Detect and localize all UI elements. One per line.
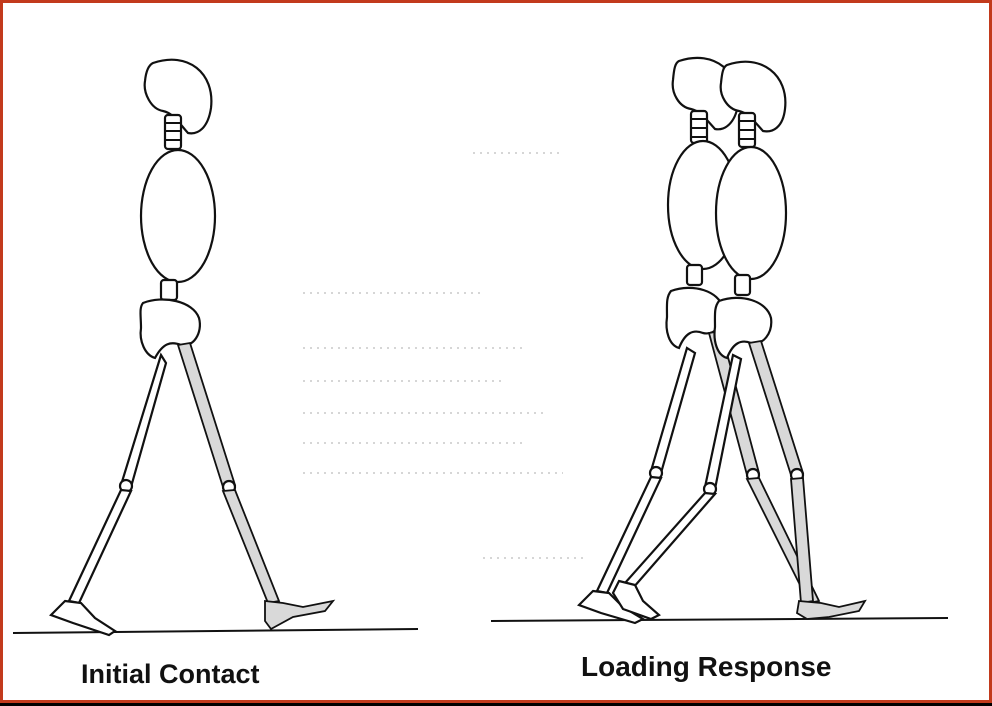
lumbar-spine — [161, 280, 177, 300]
thorax — [141, 150, 215, 282]
background-bleed-through — [303, 153, 583, 558]
initial-contact-figure — [13, 60, 418, 635]
floor-line-left — [13, 629, 418, 633]
front-foot — [265, 601, 333, 629]
rear-body — [579, 58, 819, 623]
floor-line-right — [491, 618, 948, 621]
front-thorax — [716, 147, 786, 279]
gait-diagram — [3, 3, 992, 706]
loading-response-figure — [491, 58, 948, 623]
back-shank — [69, 490, 131, 603]
front-body — [613, 62, 865, 619]
front-shank — [223, 490, 279, 603]
caption-initial-contact: Initial Contact — [81, 659, 260, 690]
back-thigh — [121, 355, 166, 487]
back-foot — [51, 601, 115, 635]
front-thigh — [178, 343, 235, 487]
caption-loading-response: Loading Response — [581, 651, 831, 683]
